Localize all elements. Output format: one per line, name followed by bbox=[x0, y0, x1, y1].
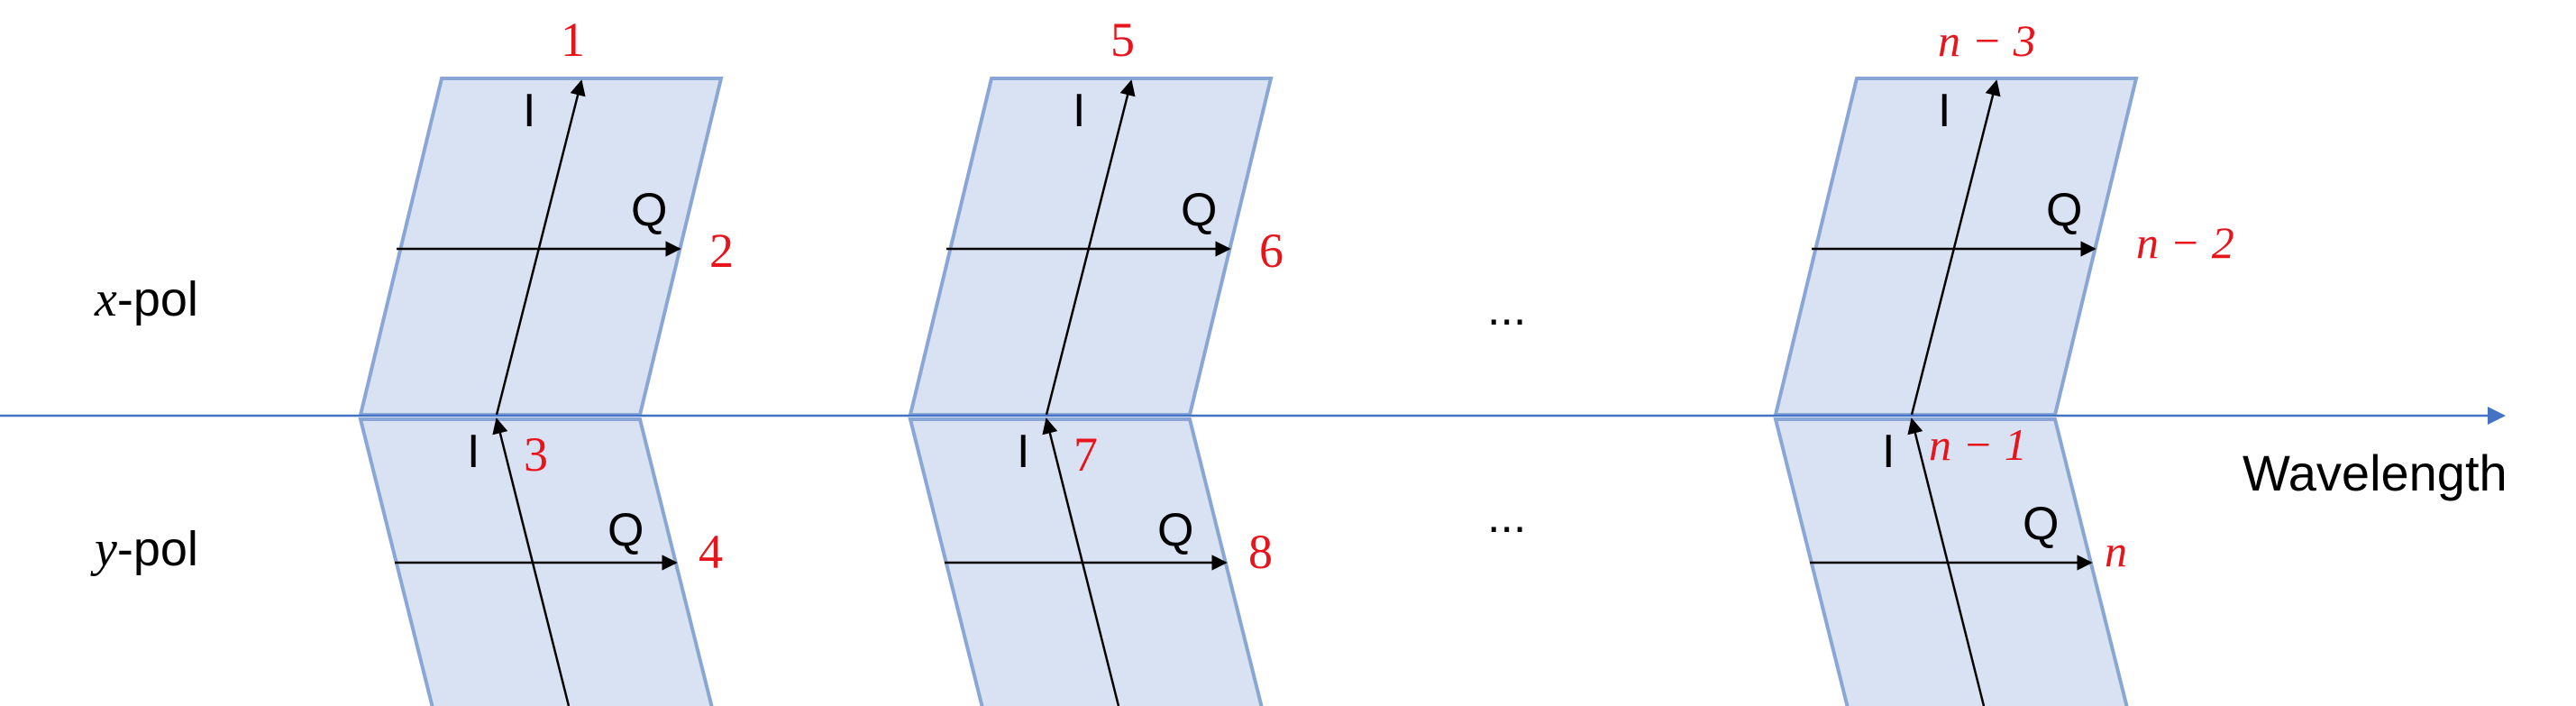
y-pol-i-label-3: I bbox=[1882, 426, 1895, 478]
x-pol-i-label-2: I bbox=[1073, 85, 1085, 137]
x-pol-q-label-3: Q bbox=[2046, 184, 2082, 236]
x-pol-i-arrow-2 bbox=[1045, 79, 1136, 416]
x-pol-panel-2 bbox=[908, 77, 1274, 417]
y-pol-i-label-1: I bbox=[467, 426, 480, 478]
y-pol-q-number-1: 4 bbox=[699, 525, 723, 579]
channel-group-2: I Q 5 6 I Q 7 8 bbox=[908, 13, 1283, 706]
y-pol-row-suffix: -pol bbox=[117, 522, 198, 576]
y-pol-i-number-3: n − 1 bbox=[1929, 419, 2027, 470]
x-pol-row-suffix: -pol bbox=[117, 272, 198, 326]
x-pol-row-var: x bbox=[94, 271, 117, 327]
y-pol-i-arrow-2 bbox=[1042, 417, 1120, 706]
x-pol-panel-1 bbox=[358, 77, 724, 417]
x-pol-i-number-3: n − 3 bbox=[1938, 15, 2036, 66]
x-pol-i-number-2: 5 bbox=[1110, 13, 1135, 67]
ellipsis-x-pol: ... bbox=[1487, 283, 1526, 335]
y-pol-row-var: y bbox=[90, 521, 117, 577]
y-pol-row-label: y-pol bbox=[90, 521, 198, 577]
y-pol-i-label-2: I bbox=[1017, 426, 1029, 478]
channel-group-3: I Q n − 3 n − 2 I Q n − 1 n bbox=[1773, 15, 2234, 706]
x-pol-q-number-3: n − 2 bbox=[2136, 217, 2234, 268]
x-pol-q-label-1: Q bbox=[631, 184, 667, 236]
x-pol-i-arrow-1 bbox=[495, 79, 586, 416]
y-pol-i-arrow-3 bbox=[1907, 417, 1986, 706]
y-pol-q-label-3: Q bbox=[2023, 498, 2059, 550]
x-pol-panel-3 bbox=[1773, 77, 2139, 417]
x-pol-i-label-1: I bbox=[523, 85, 535, 137]
ellipsis-y-pol: ... bbox=[1487, 491, 1526, 543]
y-pol-q-label-2: Q bbox=[1157, 504, 1193, 556]
x-pol-q-number-1: 2 bbox=[709, 224, 734, 278]
x-pol-row-label: x-pol bbox=[94, 271, 198, 327]
x-pol-q-number-2: 6 bbox=[1259, 224, 1283, 278]
y-pol-q-number-3: n bbox=[2105, 526, 2127, 576]
y-pol-q-number-2: 8 bbox=[1248, 525, 1273, 579]
y-pol-i-number-2: 7 bbox=[1073, 427, 1098, 481]
y-pol-i-number-1: 3 bbox=[524, 427, 548, 481]
y-pol-i-arrow-1 bbox=[492, 417, 571, 706]
wavelength-axis-label: Wavelength bbox=[2243, 445, 2507, 501]
x-pol-i-label-3: I bbox=[1938, 85, 1950, 137]
y-pol-q-label-1: Q bbox=[607, 504, 644, 556]
channel-group-1: I Q 1 2 I Q 3 4 bbox=[358, 13, 734, 706]
x-pol-i-number-1: 1 bbox=[561, 13, 585, 67]
x-pol-i-arrow-3 bbox=[1910, 79, 2001, 416]
x-pol-q-label-2: Q bbox=[1181, 184, 1217, 236]
